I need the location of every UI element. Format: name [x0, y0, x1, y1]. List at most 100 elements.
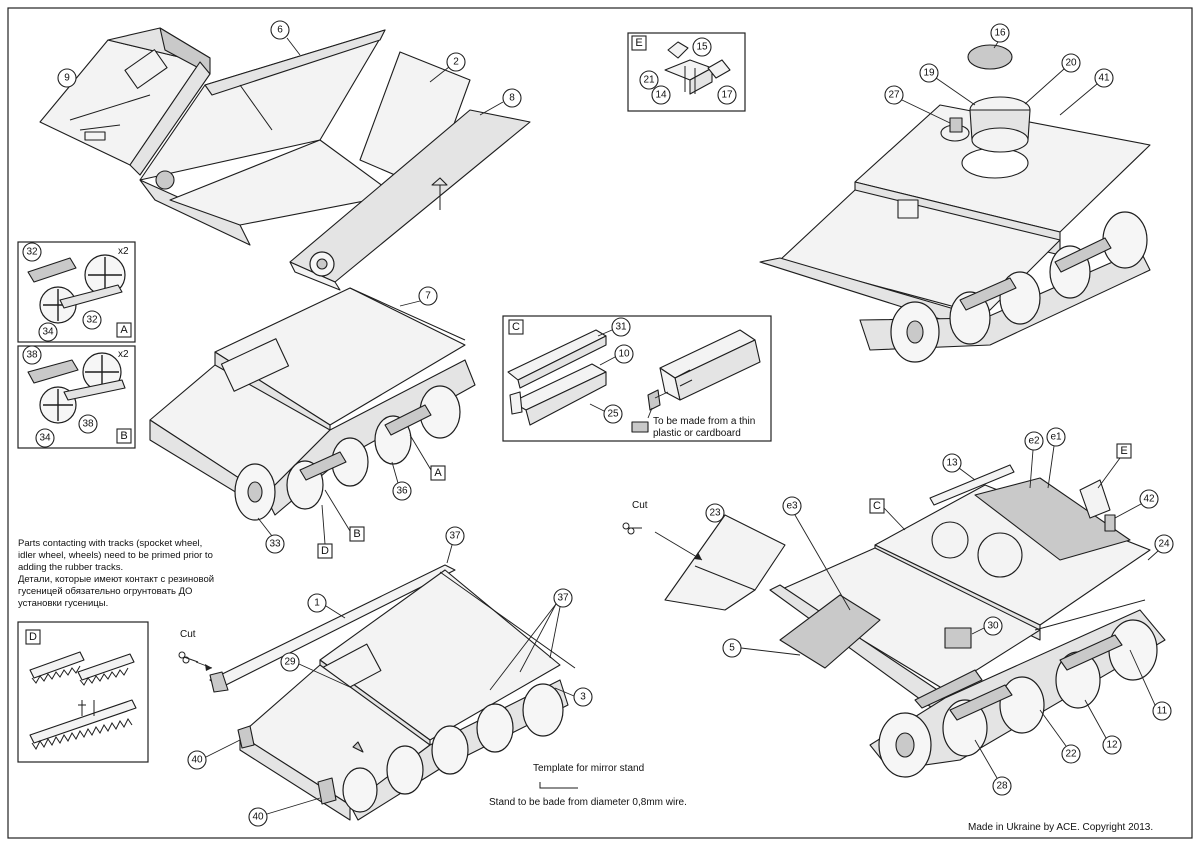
callout-31: 31	[611, 317, 631, 337]
callout-25: 25	[603, 404, 623, 424]
callout-40-a-text: 40	[191, 755, 203, 766]
callout-e1-text: e1	[1050, 432, 1062, 443]
callout-15-text: 15	[696, 42, 708, 53]
callout-2: 2	[446, 52, 466, 72]
callout-32-a1-text: 32	[26, 247, 38, 258]
box-label-a-inset: A	[116, 322, 132, 338]
callout-36-text: 36	[396, 486, 408, 497]
chassis-assembly-drawing: 7 36 33 A B D	[149, 286, 476, 559]
box-label-c-assembly-text: C	[873, 500, 881, 512]
callout-e3-text: e3	[786, 501, 798, 512]
primer-note-ru-line-3: установки гусеницы.	[18, 598, 108, 609]
callout-8: 8	[502, 88, 522, 108]
callout-10: 10	[614, 344, 634, 364]
callout-38-b1-text: 38	[26, 350, 38, 361]
hull-tub-drawing	[139, 29, 531, 291]
callout-23: 23	[705, 503, 725, 523]
callout-24-text: 24	[1158, 539, 1170, 550]
callout-34-a: 34	[38, 322, 58, 342]
box-label-b-chassis: B	[349, 526, 365, 542]
callout-1: 1	[307, 593, 327, 613]
copyright-text: Made in Ukraine by ACE. Copyright 2013.	[968, 822, 1153, 833]
callout-19-text: 19	[923, 68, 935, 79]
callout-13-text: 13	[946, 458, 958, 469]
callout-9-text: 9	[64, 73, 70, 84]
thin-plastic-caption-1: To be made from a thin	[653, 416, 755, 427]
callout-34-b-text: 34	[39, 433, 51, 444]
callout-21: 21	[639, 70, 659, 90]
callout-32-a2-text: 32	[86, 315, 98, 326]
upper-hull-assembly-drawing: 16 19 27 20 41	[759, 23, 1151, 363]
callout-31-text: 31	[615, 322, 627, 333]
inset-a-x2-text: x2	[118, 246, 129, 257]
box-label-c-assembly: C	[869, 498, 885, 514]
callout-29: 29	[280, 652, 300, 672]
callout-13: 13	[942, 453, 962, 473]
box-label-d-inset-text: D	[29, 631, 37, 643]
callout-3-text: 3	[580, 692, 586, 703]
callout-23-text: 23	[709, 508, 721, 519]
primer-note-ru-line-2: гусеницей обязательно огрунтовать ДО	[18, 586, 192, 597]
callout-3: 3	[573, 687, 593, 707]
callout-e2-text: e2	[1028, 436, 1040, 447]
callout-19: 19	[919, 63, 939, 83]
callout-40-b: 40	[248, 807, 268, 827]
callout-42: 42	[1139, 489, 1159, 509]
primer-note-en-line-1: Parts contacting with tracks (spocket wh…	[18, 538, 202, 549]
mirror-stand-template: Template for mirror stand Stand to be ba…	[489, 763, 687, 808]
callout-32-a1: 32	[22, 242, 42, 262]
callout-41-text: 41	[1098, 73, 1110, 84]
callout-15: 15	[692, 37, 712, 57]
callout-17: 17	[717, 85, 737, 105]
callout-11: 11	[1152, 701, 1172, 721]
callout-17-text: 17	[721, 90, 733, 101]
callout-25-text: 25	[607, 409, 619, 420]
callout-14-text: 14	[655, 90, 667, 101]
inset-b-x2-text: x2	[118, 349, 129, 360]
box-label-a-chassis: A	[430, 465, 446, 481]
box-label-d-chassis: D	[317, 543, 333, 559]
thin-plastic-caption-2: plastic or cardboard	[653, 428, 741, 439]
inset-e-parts-14-21: E 15 21 14 17	[627, 32, 746, 112]
callout-27-text: 27	[888, 90, 900, 101]
box-label-b-chassis-text: B	[353, 528, 360, 540]
callout-33: 33	[265, 534, 285, 554]
callout-8-text: 8	[509, 93, 515, 104]
box-label-a-chassis-text: A	[434, 467, 442, 479]
callout-40-b-text: 40	[252, 812, 264, 823]
primer-note-en-line-3: adding the rubber tracks.	[18, 562, 123, 573]
callout-21-text: 21	[643, 75, 655, 86]
callout-33-text: 33	[269, 539, 281, 550]
callout-7-text: 7	[425, 291, 431, 302]
callout-9: 9	[57, 68, 77, 88]
callout-16: 16	[990, 23, 1010, 43]
inset-c-parts-10-25-31: C 31 10 25 To be made from a thin plasti…	[502, 315, 772, 442]
callout-2-text: 2	[453, 57, 459, 68]
callout-37-a: 37	[445, 526, 465, 546]
box-label-c-inset-text: C	[512, 321, 520, 333]
box-label-e-inset: E	[631, 35, 647, 51]
box-label-d-chassis-text: D	[321, 545, 329, 557]
scissors-icon-left	[178, 651, 199, 664]
callout-27: 27	[884, 85, 904, 105]
mirror-template-caption: Template for mirror stand	[533, 763, 644, 774]
chassis-with-mirror-drawing: 1 37 37 29 3 40 40 Cut	[178, 526, 593, 827]
callout-28: 28	[992, 776, 1012, 796]
inset-b-suspension-38-34: x2 38 38 34 B	[17, 345, 136, 449]
box-label-e-inset-text: E	[635, 37, 642, 49]
box-label-b-inset: B	[116, 428, 132, 444]
hull-parts-exploded-view: 9 6 2 8	[39, 20, 531, 291]
callout-e3: e3	[782, 496, 802, 516]
box-label-c-inset: C	[508, 319, 524, 335]
callout-28-text: 28	[996, 781, 1008, 792]
callout-e2: e2	[1024, 431, 1044, 451]
callout-12: 12	[1102, 735, 1122, 755]
box-label-a-inset-text: A	[120, 324, 128, 336]
callout-14: 14	[651, 85, 671, 105]
callout-16-text: 16	[994, 28, 1006, 39]
callout-30-text: 30	[987, 621, 999, 632]
callout-41: 41	[1094, 68, 1114, 88]
callout-22-text: 22	[1065, 749, 1077, 760]
callout-37-a-text: 37	[449, 531, 461, 542]
